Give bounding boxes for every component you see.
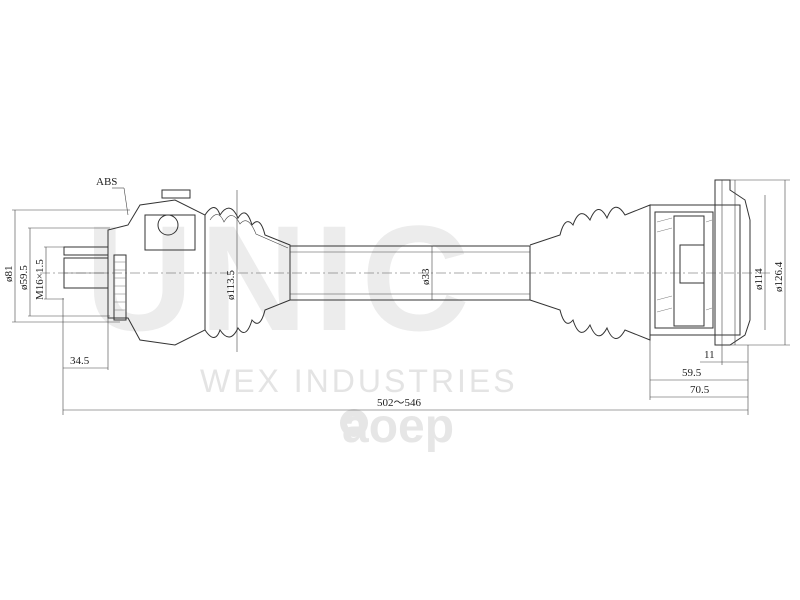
shaft-body	[40, 179, 770, 346]
label-d114: ø114	[753, 268, 765, 290]
label-d113-5: ø113.5	[225, 270, 237, 300]
label-d81: ø81	[3, 266, 15, 283]
watermark-store-logo: aoep	[342, 400, 454, 453]
label-m16: M16×1.5	[34, 259, 46, 300]
dimension-labels: ABS ø81 ø59.5 M16×1.5 ø113.5 ø33 ø114 ø1…	[3, 176, 785, 409]
label-11: 11	[704, 349, 715, 361]
label-d59-5: ø59.5	[18, 265, 30, 290]
label-abs: ABS	[96, 176, 117, 188]
label-d33: ø33	[420, 268, 432, 285]
label-34-5: 34.5	[70, 355, 90, 367]
watermark-company: WEX INDUSTRIES	[200, 363, 518, 399]
store-logo-mark: aoep	[340, 400, 454, 453]
watermark-brand: UNIC	[85, 194, 476, 362]
label-d126-4: ø126.4	[773, 261, 785, 292]
watermark: UNIC WEX INDUSTRIES aoep	[85, 194, 518, 453]
label-59-5: 59.5	[682, 367, 702, 379]
label-total-length: 502～546	[377, 397, 421, 409]
dimension-lines	[12, 179, 790, 415]
label-70-5: 70.5	[690, 384, 710, 396]
